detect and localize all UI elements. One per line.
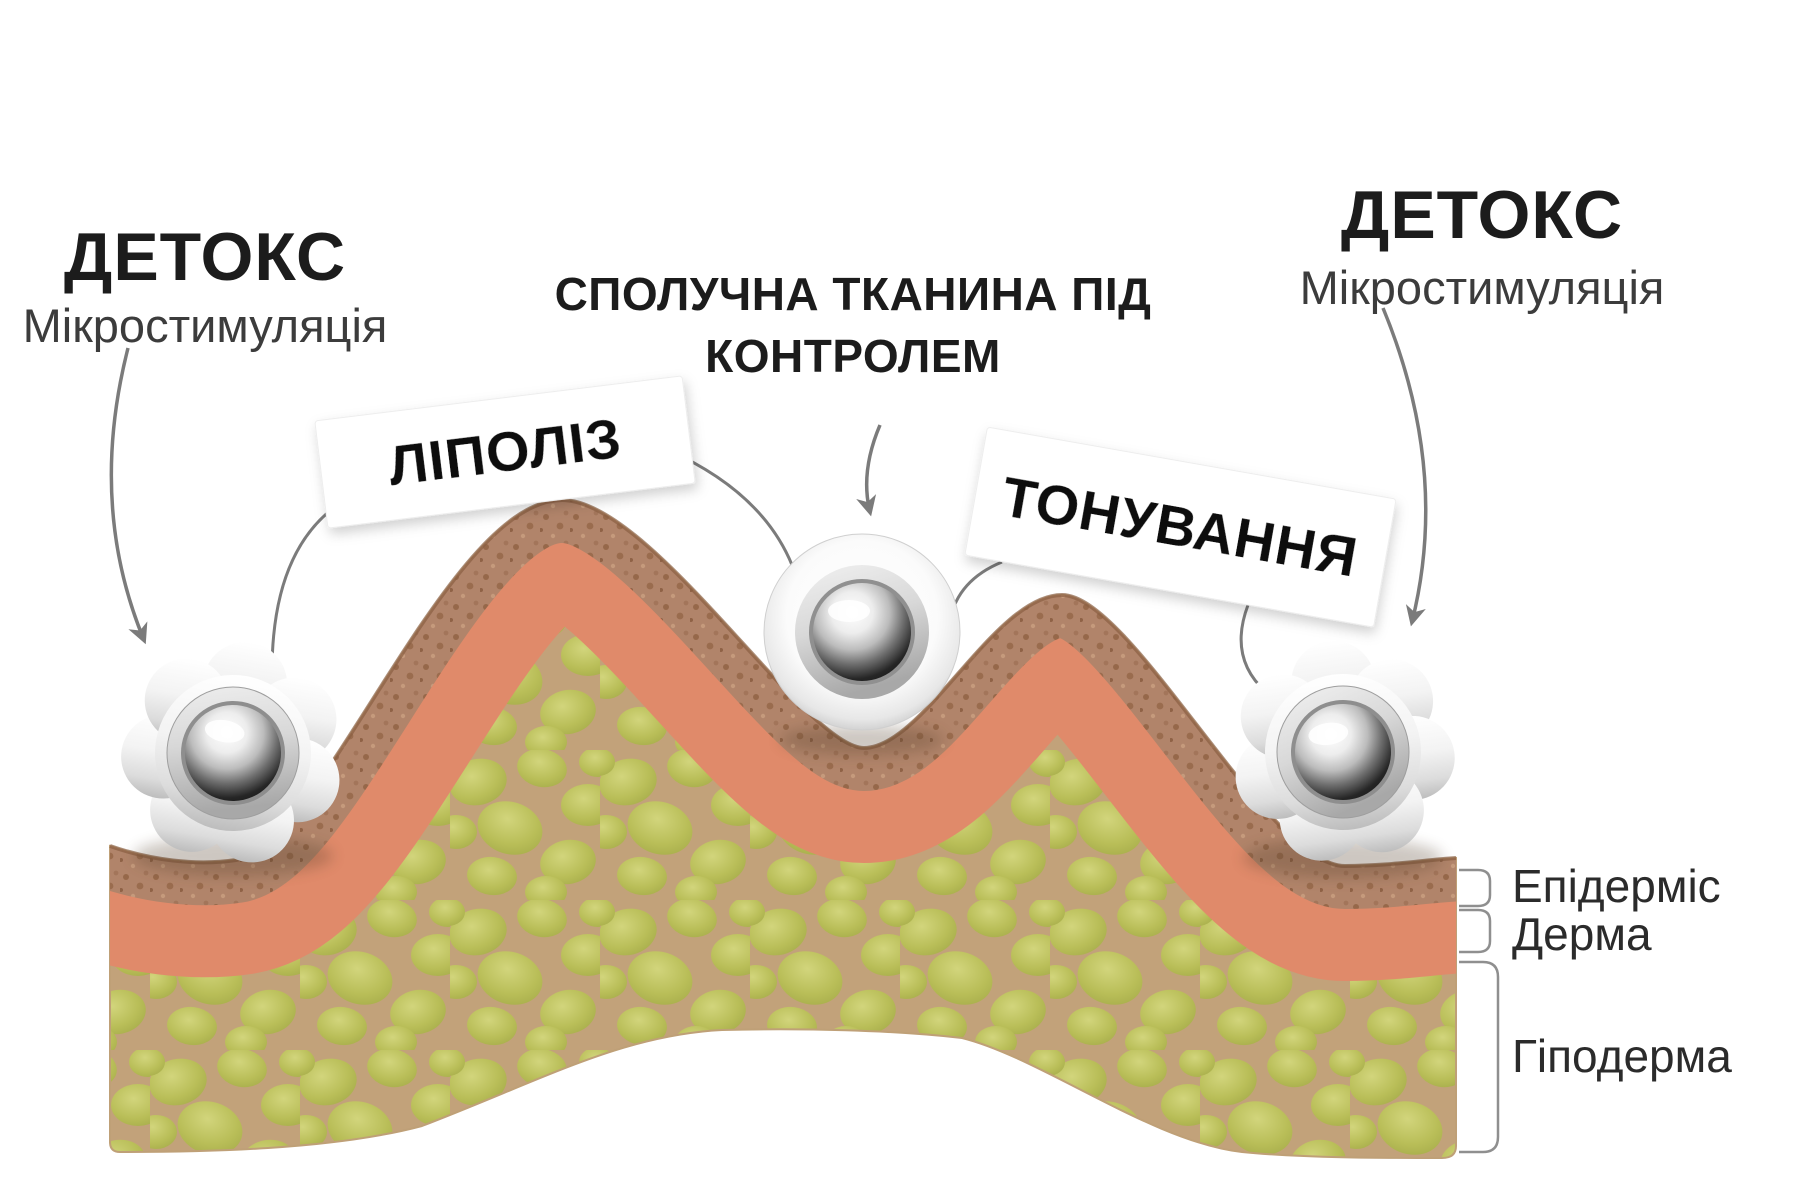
pointer-arrows — [109, 307, 1428, 645]
massage-roller-center — [763, 533, 961, 731]
bracket-hypodermis — [1459, 960, 1500, 1154]
headline-center: СПОЛУЧНА ТКАНИНА ПІД КОНТРОЛЕМ — [555, 268, 1152, 382]
left-title: ДЕТОКС — [64, 219, 346, 295]
arrow-left-detox — [109, 347, 148, 645]
right-title: ДЕТОКС — [1341, 177, 1623, 253]
tag-toning-box — [964, 427, 1397, 628]
massage-roller-left — [121, 642, 340, 863]
left-subtitle: Мікростимуляція — [23, 299, 388, 352]
ball-highlight — [828, 600, 870, 622]
layer-labels: Епідерміс Дерма Гіподерма — [1512, 860, 1732, 1082]
tag-toning: ТОНУВАННЯ — [964, 427, 1397, 628]
bracket-epidermis — [1459, 868, 1492, 908]
bracket-dermis — [1459, 908, 1492, 954]
headline-right: ДЕТОКС Мікростимуляція — [1300, 177, 1665, 314]
layer-brackets — [1459, 868, 1500, 1154]
label-epidermis: Епідерміс — [1512, 860, 1721, 912]
arc-toning-to-right-roller — [1239, 604, 1268, 694]
center-roller-shadow — [780, 725, 944, 755]
massage-roller-right — [1235, 640, 1455, 861]
ball-highlight — [1308, 722, 1349, 746]
ball-highlight — [204, 719, 245, 743]
roller-ball — [813, 583, 911, 681]
headline-left: ДЕТОКС Мікростимуляція — [23, 219, 388, 352]
arrow-center-title — [856, 424, 882, 517]
tag-lipolysis: ЛІПОЛІЗ — [314, 375, 696, 529]
arrow-right-detox — [1381, 307, 1428, 627]
center-title-line1: СПОЛУЧНА ТКАНИНА ПІД — [555, 268, 1152, 320]
label-hypodermis: Гіподерма — [1512, 1030, 1732, 1082]
center-title-line2: КОНТРОЛЕМ — [705, 330, 1001, 382]
label-dermis: Дерма — [1512, 908, 1652, 960]
right-subtitle: Мікростимуляція — [1300, 261, 1665, 314]
tag-lipolysis-box — [314, 375, 696, 529]
